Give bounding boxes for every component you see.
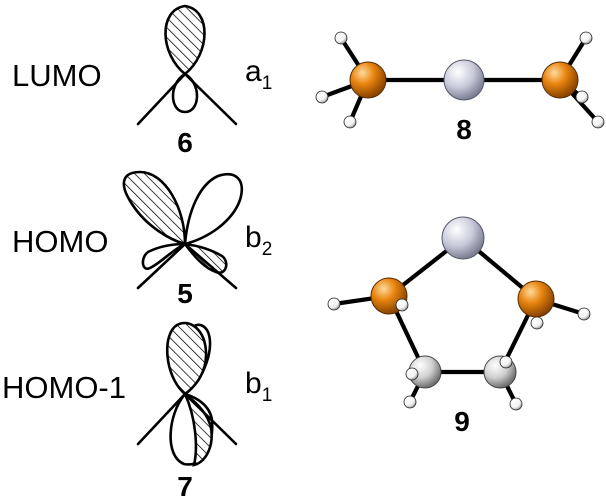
hydrogen-atom xyxy=(403,395,417,409)
orbital-lobe-small-right xyxy=(182,242,228,274)
orbital-row-lumo: LUMO a1 6 xyxy=(12,4,272,158)
hydrogen-atom xyxy=(334,31,348,45)
phosphorus-atom xyxy=(517,280,555,318)
orbital-lobe-small xyxy=(171,72,199,114)
hydrogen-atom xyxy=(499,355,513,369)
compound-number: 5 xyxy=(177,278,193,309)
phosphorus-atom xyxy=(349,61,387,99)
hydrogen-atom xyxy=(591,115,605,129)
hydrogen-atom xyxy=(405,367,419,381)
orbital-symmetry: b2 xyxy=(245,221,272,260)
orbital-row-homo-1: HOMO-1 b1 7 xyxy=(2,321,272,502)
compound-number: 6 xyxy=(177,127,193,158)
hydrogen-atom xyxy=(343,115,357,129)
hydrogen-atom xyxy=(327,297,341,311)
orbital-lobe-large xyxy=(164,4,206,76)
orbital-substituent-bonds xyxy=(136,242,238,290)
metal-atom xyxy=(441,216,485,260)
hydrogen-atom xyxy=(315,90,329,104)
compound-number: 8 xyxy=(456,114,472,145)
hydrogen-atom xyxy=(575,90,589,104)
orbital-lobe-large-front xyxy=(165,321,208,396)
hydrogen-atom xyxy=(395,298,409,312)
hydrogen-atom xyxy=(577,307,591,321)
orbital-drawing-homo-1 xyxy=(136,321,238,467)
orbital-lobe-large-left xyxy=(122,170,187,246)
molecule-structure-8: 8 xyxy=(315,31,605,145)
hydrogen-atom xyxy=(530,316,544,330)
phosphorus-atom xyxy=(541,61,579,99)
orbital-substituent-bonds xyxy=(136,72,238,126)
orbital-drawing-homo xyxy=(122,170,243,290)
orbital-substituent-bonds xyxy=(136,392,238,446)
compound-number: 7 xyxy=(177,471,193,502)
metal-atom xyxy=(443,59,485,101)
orbital-row-homo: HOMO b2 5 xyxy=(12,170,272,309)
hydrogen-atom xyxy=(579,31,593,45)
orbital-label: LUMO xyxy=(12,58,102,93)
orbital-label: HOMO-1 xyxy=(2,370,126,405)
orbital-lobe-large-right xyxy=(183,173,243,246)
orbital-symmetry: a1 xyxy=(245,55,272,94)
orbital-symmetry: b1 xyxy=(245,367,272,406)
hydrogen-atom xyxy=(509,397,523,411)
molecule-structure-9: 9 xyxy=(327,216,591,437)
compound-number: 9 xyxy=(454,406,470,437)
orbital-label: HOMO xyxy=(12,224,108,259)
orbital-lobe-small-left xyxy=(141,242,186,270)
orbital-drawing-lumo xyxy=(136,4,238,126)
